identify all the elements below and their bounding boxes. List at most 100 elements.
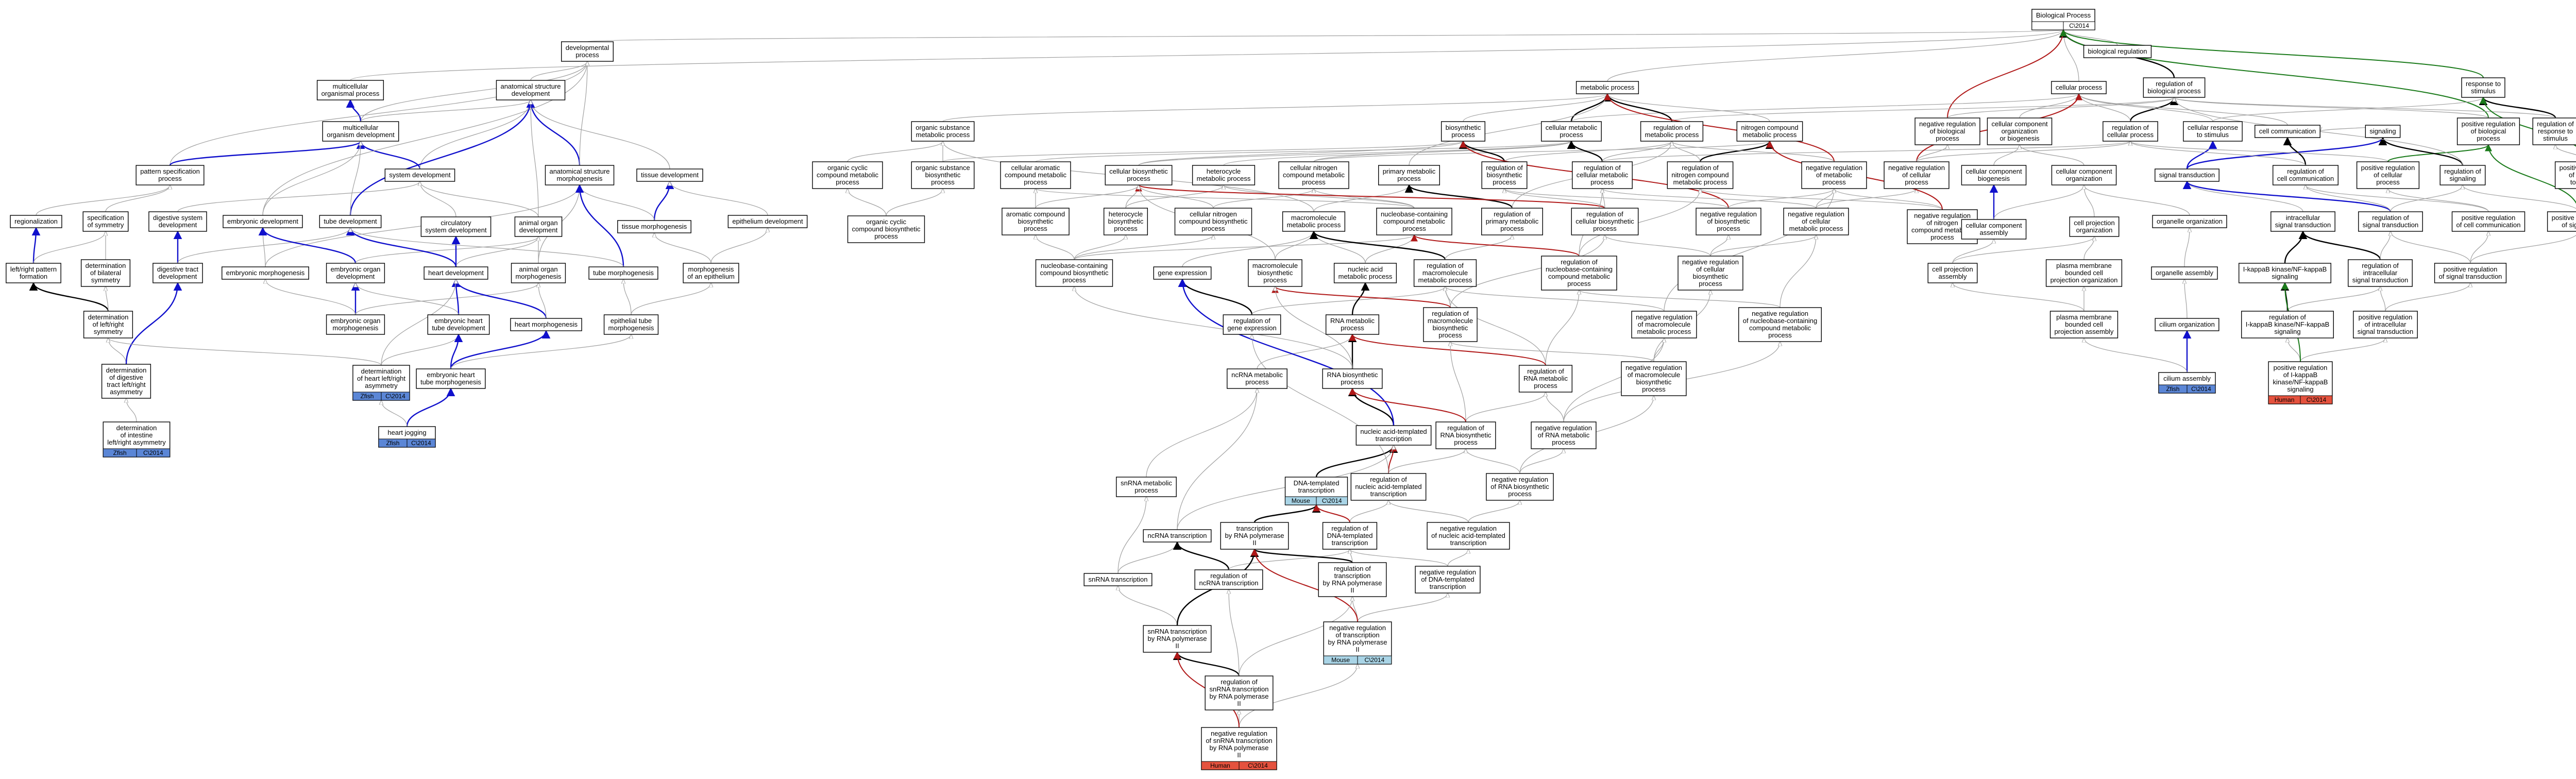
- node-label: cellular component: [1965, 222, 2022, 229]
- node-box: [1572, 161, 1633, 189]
- relation-edge: [1118, 586, 1178, 626]
- node-label: morphogenesis: [688, 265, 734, 273]
- relation-edge: [1173, 541, 1230, 570]
- relation-edge: [653, 180, 674, 221]
- relation-edge: [420, 181, 539, 217]
- relation-edge: [2380, 286, 2386, 312]
- node-box: [2439, 165, 2486, 185]
- relation-edge: [1952, 236, 2094, 264]
- relation-edge: [1125, 185, 1139, 209]
- relation-edge: [1450, 342, 1466, 422]
- node-label: of digestive: [109, 374, 143, 381]
- node-label: process: [1593, 225, 1617, 232]
- relation-edge: [2130, 141, 2388, 162]
- node-label: cellular response: [2188, 124, 2238, 131]
- node-box: [1738, 307, 1822, 342]
- node-label: negative regulation: [1535, 424, 1592, 432]
- node-box: [1333, 263, 1397, 283]
- node-box: [10, 215, 62, 228]
- node-box: [727, 215, 808, 228]
- node-label: stimulus: [2543, 134, 2568, 142]
- node-label: regulation of: [1584, 164, 1621, 172]
- node-label: regulation of: [1221, 678, 1258, 686]
- node-box: [82, 211, 129, 232]
- node-label: by RNA polymerase: [1328, 638, 1387, 646]
- go-term-node: tissue morphogenesis: [617, 220, 691, 233]
- node-label: development: [519, 226, 558, 234]
- annotation-species: Zfish: [113, 449, 127, 456]
- relation-edge: [1409, 94, 1607, 166]
- node-label: negative regulation: [1440, 524, 1497, 532]
- node-label: left/right asymmetry: [107, 438, 166, 446]
- node-label: II: [1175, 642, 1179, 650]
- node-box: [101, 364, 151, 399]
- node-label: regulation of: [1586, 210, 1623, 218]
- node-box: [83, 311, 133, 338]
- node-label: biosynthetic: [1433, 324, 1468, 332]
- node-label: compound metabolic: [1548, 273, 1610, 280]
- node-label: metabolic process: [1197, 175, 1251, 182]
- node-box: [2365, 125, 2401, 138]
- node-label: tube development: [432, 324, 485, 332]
- relation-edge: [406, 387, 455, 427]
- node-label: biosynthetic: [1018, 217, 1054, 225]
- node-label: determination: [88, 313, 129, 321]
- node-label: compound metabolic: [1283, 171, 1345, 179]
- node-box: [588, 266, 658, 280]
- node-label: nitrogen compound: [1671, 171, 1728, 179]
- relation-edge: [1239, 597, 1352, 676]
- relation-edge: [2380, 231, 2391, 260]
- node-label: epithelial tube: [611, 317, 652, 325]
- relation-edge: [451, 278, 547, 319]
- node-label: process: [874, 232, 898, 240]
- relation-edge: [381, 400, 408, 427]
- node-label: positive regulation: [2359, 313, 2413, 321]
- relation-edge: [1138, 141, 1571, 166]
- relation-edge: [1459, 140, 1505, 162]
- annotation-cell: [1316, 496, 1348, 505]
- relation-edge: [1177, 388, 1257, 530]
- annotation-source: C\2014: [2069, 22, 2089, 29]
- node-label: process: [1024, 178, 1047, 186]
- node-label: process: [1062, 276, 1086, 284]
- node-label: cellular component: [1965, 167, 2022, 175]
- node-label: negative regulation: [1625, 364, 1682, 371]
- node-label: stimulus: [2471, 87, 2496, 95]
- relation-edge: [1602, 189, 1817, 209]
- relation-edge: [2063, 30, 2079, 82]
- node-label: symmetry: [91, 276, 121, 284]
- node-label: embryonic morphogenesis: [226, 269, 305, 277]
- relation-edge: [1603, 93, 1673, 122]
- node-label: regulation of: [2537, 120, 2574, 128]
- node-label: process: [575, 51, 599, 59]
- relation-edge: [575, 184, 624, 267]
- node-label: metabolic process: [916, 131, 970, 139]
- node-box: [1541, 121, 1602, 142]
- node-box: [384, 168, 455, 182]
- node-label: transcription: [1236, 524, 1273, 532]
- node-label: negative regulation: [1788, 210, 1844, 218]
- relation-edge: [2060, 29, 2484, 78]
- node-box: [1783, 208, 1849, 235]
- node-label: tract left/right: [107, 381, 146, 388]
- node-box: [1696, 208, 1761, 235]
- node-label: snRNA metabolic: [1121, 479, 1172, 487]
- node-box: [2155, 168, 2219, 182]
- node-box: [2241, 311, 2334, 338]
- relation-edge: [1074, 286, 1353, 369]
- relation-edge: [2083, 236, 2094, 260]
- node-label: regulation of: [1447, 424, 1484, 432]
- node-label: positive regulation: [2444, 265, 2498, 273]
- node-label: process: [1402, 225, 1426, 232]
- node-label: of snRNA transcription: [1206, 737, 1272, 744]
- relation-edge: [2306, 185, 2489, 212]
- node-label: positive regulation: [2361, 164, 2415, 172]
- node-label: process: [1024, 225, 1047, 232]
